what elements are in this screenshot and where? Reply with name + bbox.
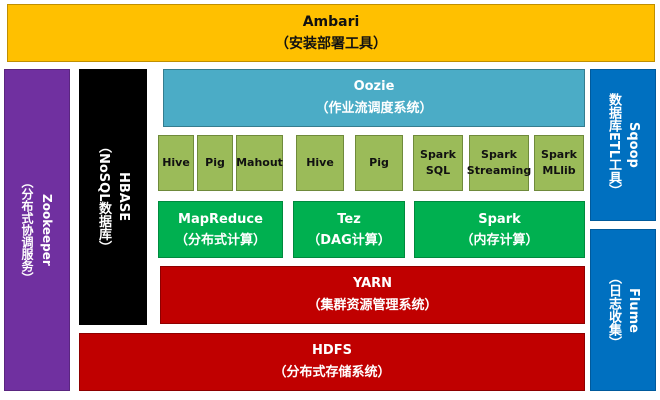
zookeeper-block: Zookeeper （分布式协调服务） (4, 69, 70, 391)
flume-label: Flume （日志收集） (603, 271, 643, 349)
ambari-title: Ambari (302, 14, 360, 30)
hive-tez-label: Hive (306, 156, 334, 169)
mahout-label: Mahout (236, 156, 283, 169)
hbase-block: HBASE （NoSQL数据库） (79, 69, 147, 325)
spark-subtitle: （内存计算） (460, 232, 539, 248)
mahout-block: Mahout (236, 135, 283, 191)
ambari-subtitle: （安装部署工具） (275, 36, 387, 52)
hive-tez-block: Hive (296, 135, 344, 191)
yarn-block: YARN （集群资源管理系统） (160, 266, 585, 324)
zookeeper-title: Zookeeper (40, 194, 54, 266)
sqoop-subtitle: 数据库ETL工具） (606, 92, 621, 198)
mapreduce-title: MapReduce (178, 211, 263, 227)
pig-tez-block: Pig (355, 135, 403, 191)
oozie-title: Oozie (353, 79, 395, 94)
sqoop-label: Sqoop 数据库ETL工具） (603, 93, 643, 197)
flume-title: Flume (626, 287, 641, 333)
yarn-subtitle: （集群资源管理系统） (307, 298, 438, 313)
flume-subtitle: （日志收集） (606, 271, 621, 349)
hive-mapreduce-label: Hive (162, 156, 190, 169)
mapreduce-subtitle: （分布式计算） (174, 232, 266, 248)
tez-subtitle: （DAG计算） (307, 232, 391, 248)
zookeeper-subtitle: （分布式协调服务） (20, 176, 34, 284)
hdfs-title: HDFS (312, 343, 352, 358)
pig-mapreduce-block: Pig (197, 135, 233, 191)
hbase-label: HBASE （NoSQL数据库） (93, 140, 133, 254)
oozie-block: Oozie （作业流调度系统） (163, 69, 585, 127)
flume-block: Flume （日志收集） (590, 229, 656, 391)
spark-sql-block: Spark SQL (413, 135, 463, 191)
spark-mllib-block: Spark MLlib (534, 135, 584, 191)
spark-block: Spark （内存计算） (414, 201, 585, 258)
hdfs-subtitle: （分布式存储系统） (273, 365, 391, 380)
tez-block: Tez （DAG计算） (293, 201, 405, 258)
spark-streaming-line2: Streaming (466, 164, 532, 177)
ambari-block: Ambari （安装部署工具） (7, 4, 655, 62)
tez-title: Tez (337, 211, 361, 227)
sqoop-block: Sqoop 数据库ETL工具） (590, 69, 656, 221)
hdfs-block: HDFS （分布式存储系统） (79, 333, 585, 391)
spark-sql-line1: Spark (420, 148, 456, 161)
spark-mllib-line1: Spark (541, 148, 577, 161)
pig-mapreduce-label: Pig (205, 156, 225, 169)
yarn-title: YARN (352, 276, 393, 291)
spark-streaming-line1: Spark (481, 148, 517, 161)
mapreduce-block: MapReduce （分布式计算） (158, 201, 283, 258)
hive-mapreduce-block: Hive (158, 135, 194, 191)
spark-sql-line2: SQL (425, 164, 451, 177)
oozie-subtitle: （作业流调度系统） (315, 101, 433, 116)
pig-tez-label: Pig (369, 156, 389, 169)
zookeeper-label: Zookeeper （分布式协调服务） (17, 176, 57, 284)
spark-streaming-block: Spark Streaming (466, 135, 532, 191)
hbase-subtitle: （NoSQL数据库） (96, 140, 111, 254)
hbase-title: HBASE (116, 172, 131, 222)
sqoop-title: Sqoop (626, 122, 641, 168)
spark-title: Spark (478, 211, 521, 227)
spark-mllib-line2: MLlib (542, 164, 576, 177)
